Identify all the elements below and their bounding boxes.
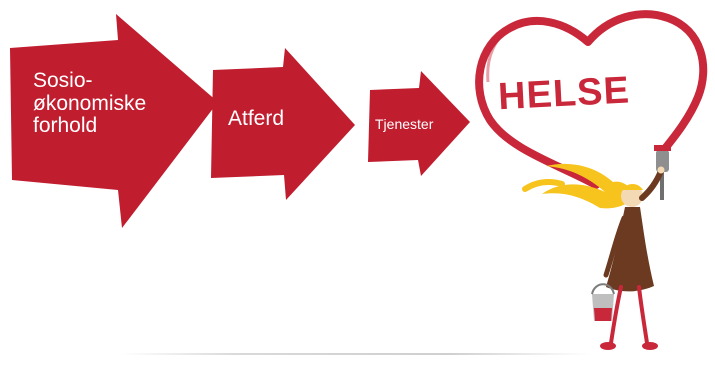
arrow-label-services: Tjenester bbox=[375, 117, 433, 132]
heart-word: HELSE bbox=[497, 69, 631, 118]
floor-line bbox=[120, 353, 590, 355]
girl-painting-heart-illustration: HELSE bbox=[470, 0, 715, 361]
girl-painting-heart-icon: HELSE bbox=[470, 0, 715, 361]
paint-bucket-icon bbox=[592, 284, 614, 321]
arrow-label-behavior: Atferd bbox=[228, 108, 284, 131]
hair bbox=[542, 164, 634, 209]
arrow-label-socioeconomic: Sosio- økonomiske forhold bbox=[33, 70, 146, 138]
